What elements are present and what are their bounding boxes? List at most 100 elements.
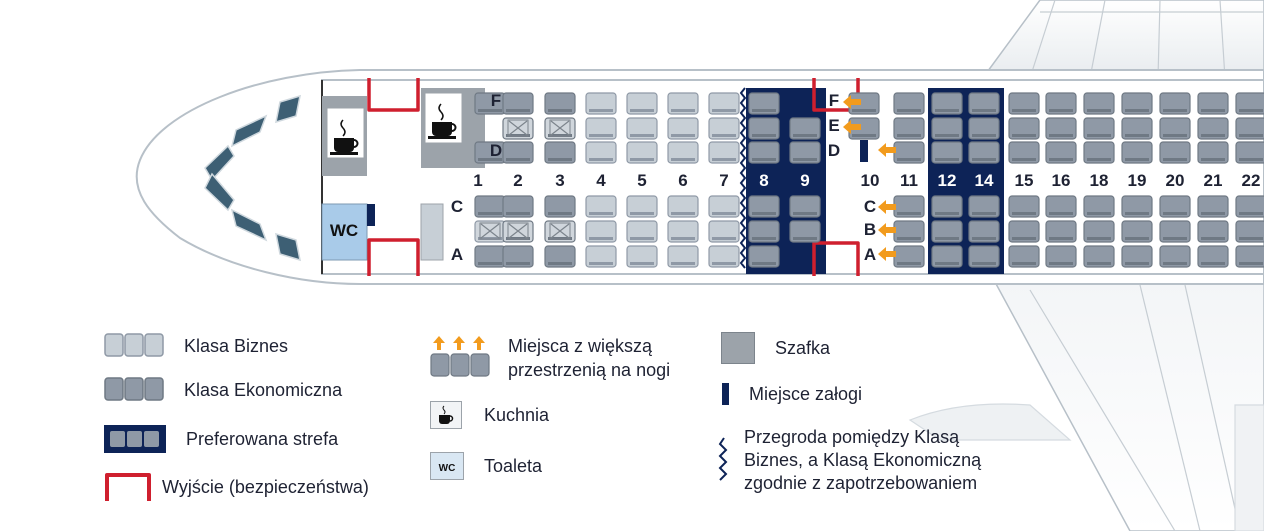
seat[interactable] [968, 245, 1000, 268]
seat[interactable] [626, 92, 658, 115]
seat[interactable] [502, 220, 534, 243]
seat[interactable] [544, 220, 576, 243]
seat[interactable] [1121, 92, 1153, 115]
seat[interactable] [474, 195, 506, 218]
seat[interactable] [626, 117, 658, 140]
seat[interactable] [1045, 220, 1077, 243]
seat[interactable] [667, 245, 699, 268]
seat[interactable] [748, 141, 780, 164]
seat[interactable] [585, 141, 617, 164]
seat[interactable] [544, 245, 576, 268]
seat[interactable] [789, 195, 821, 218]
seat[interactable] [708, 220, 740, 243]
seat[interactable] [1083, 220, 1115, 243]
seat[interactable] [544, 195, 576, 218]
seat[interactable] [968, 117, 1000, 140]
seat[interactable] [544, 92, 576, 115]
seat[interactable] [667, 195, 699, 218]
seat[interactable] [502, 117, 534, 140]
seat[interactable] [1235, 141, 1264, 164]
seat[interactable] [1121, 141, 1153, 164]
seat[interactable] [1159, 245, 1191, 268]
seat[interactable] [1197, 141, 1229, 164]
seat[interactable] [1008, 220, 1040, 243]
seat[interactable] [1008, 117, 1040, 140]
seat[interactable] [893, 141, 925, 164]
seat[interactable] [931, 220, 963, 243]
seat[interactable] [626, 195, 658, 218]
seat[interactable] [1008, 141, 1040, 164]
seat[interactable] [667, 92, 699, 115]
seat[interactable] [585, 220, 617, 243]
seat[interactable] [1197, 245, 1229, 268]
seat[interactable] [1121, 245, 1153, 268]
seat[interactable] [708, 117, 740, 140]
seat[interactable] [1197, 117, 1229, 140]
seat[interactable] [748, 92, 780, 115]
seat[interactable] [1159, 92, 1191, 115]
seat[interactable] [502, 245, 534, 268]
seat[interactable] [931, 245, 963, 268]
seat[interactable] [585, 92, 617, 115]
seat[interactable] [1197, 220, 1229, 243]
seat[interactable] [789, 220, 821, 243]
seat[interactable] [1008, 245, 1040, 268]
seat[interactable] [474, 220, 506, 243]
seat[interactable] [585, 117, 617, 140]
seat[interactable] [748, 245, 780, 268]
seat[interactable] [1083, 195, 1115, 218]
seat[interactable] [1121, 117, 1153, 140]
seat[interactable] [585, 195, 617, 218]
seat[interactable] [667, 141, 699, 164]
seat[interactable] [968, 195, 1000, 218]
seat[interactable] [1045, 245, 1077, 268]
seat[interactable] [1083, 245, 1115, 268]
seat[interactable] [1045, 195, 1077, 218]
seat[interactable] [789, 141, 821, 164]
seat[interactable] [968, 92, 1000, 115]
seat[interactable] [1159, 141, 1191, 164]
seat[interactable] [893, 245, 925, 268]
seat[interactable] [1235, 92, 1264, 115]
seat[interactable] [893, 117, 925, 140]
seat[interactable] [748, 195, 780, 218]
seat[interactable] [1083, 141, 1115, 164]
seat[interactable] [1008, 195, 1040, 218]
seat[interactable] [474, 245, 506, 268]
seat[interactable] [708, 195, 740, 218]
seat[interactable] [502, 92, 534, 115]
seat[interactable] [931, 117, 963, 140]
seat[interactable] [1197, 92, 1229, 115]
seat[interactable] [789, 117, 821, 140]
seat[interactable] [1083, 92, 1115, 115]
seat[interactable] [1045, 141, 1077, 164]
seat[interactable] [626, 220, 658, 243]
seat[interactable] [708, 92, 740, 115]
seat[interactable] [893, 195, 925, 218]
seat[interactable] [708, 141, 740, 164]
seat[interactable] [1235, 245, 1264, 268]
seat[interactable] [585, 245, 617, 268]
seat[interactable] [1159, 195, 1191, 218]
seat[interactable] [667, 220, 699, 243]
seat[interactable] [667, 117, 699, 140]
seat[interactable] [1083, 117, 1115, 140]
seat[interactable] [1045, 92, 1077, 115]
seat[interactable] [626, 245, 658, 268]
seat[interactable] [931, 141, 963, 164]
seat[interactable] [626, 141, 658, 164]
seat[interactable] [708, 245, 740, 268]
seat[interactable] [1197, 195, 1229, 218]
seat[interactable] [1008, 92, 1040, 115]
seat[interactable] [502, 141, 534, 164]
seat[interactable] [1235, 220, 1264, 243]
seat[interactable] [1159, 220, 1191, 243]
seat[interactable] [968, 141, 1000, 164]
seat[interactable] [931, 195, 963, 218]
seat[interactable] [1235, 195, 1264, 218]
seat[interactable] [748, 220, 780, 243]
seat[interactable] [502, 195, 534, 218]
seat[interactable] [968, 220, 1000, 243]
seat[interactable] [1159, 117, 1191, 140]
seat[interactable] [893, 92, 925, 115]
